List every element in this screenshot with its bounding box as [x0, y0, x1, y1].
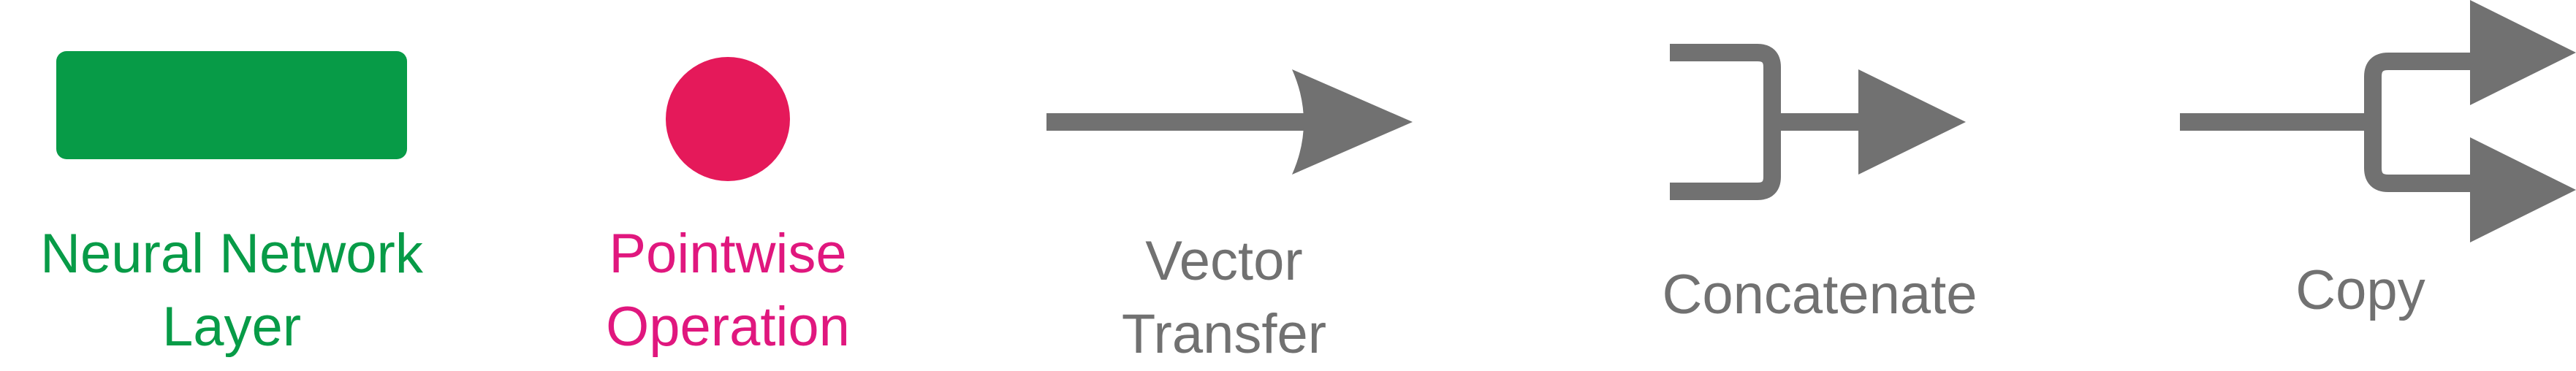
vector-transfer-label: Vector Transfer	[1082, 225, 1367, 371]
vector-transfer-arrowhead	[1292, 69, 1413, 175]
vector-transfer-label-line-2: Transfer	[1121, 303, 1327, 365]
copy-split-lines	[2364, 53, 2485, 192]
copy-symbol	[2180, 0, 2576, 242]
neural-network-layer-symbol	[56, 51, 407, 159]
concatenate-merge-lines	[1670, 44, 1781, 200]
concatenate-label: Concatenate	[1600, 259, 2039, 332]
vector-transfer-label-line-1: Vector	[1145, 230, 1303, 292]
pointwise-operation-symbol	[666, 57, 790, 181]
concatenate-label-line-1: Concatenate	[1662, 264, 1977, 326]
neural-network-layer-label-line-2: Layer	[162, 296, 302, 358]
pointwise-operation-label-line-2: Operation	[606, 296, 850, 358]
copy-upper-arrowhead	[2470, 0, 2576, 105]
copy-lower-arrowhead	[2470, 137, 2576, 242]
concatenate-symbol	[1670, 44, 1966, 200]
concatenate-arrowhead	[1858, 69, 1966, 175]
copy-label: Copy	[2214, 254, 2507, 327]
vector-transfer-symbol	[1046, 69, 1413, 175]
pointwise-operation-label-line-1: Pointwise	[609, 223, 847, 285]
neural-network-layer-label-line-1: Neural Network	[40, 223, 423, 285]
copy-label-line-1: Copy	[2295, 259, 2425, 321]
neural-network-layer-label: Neural Network Layer	[0, 218, 463, 364]
pointwise-operation-label: Pointwise Operation	[582, 218, 874, 364]
